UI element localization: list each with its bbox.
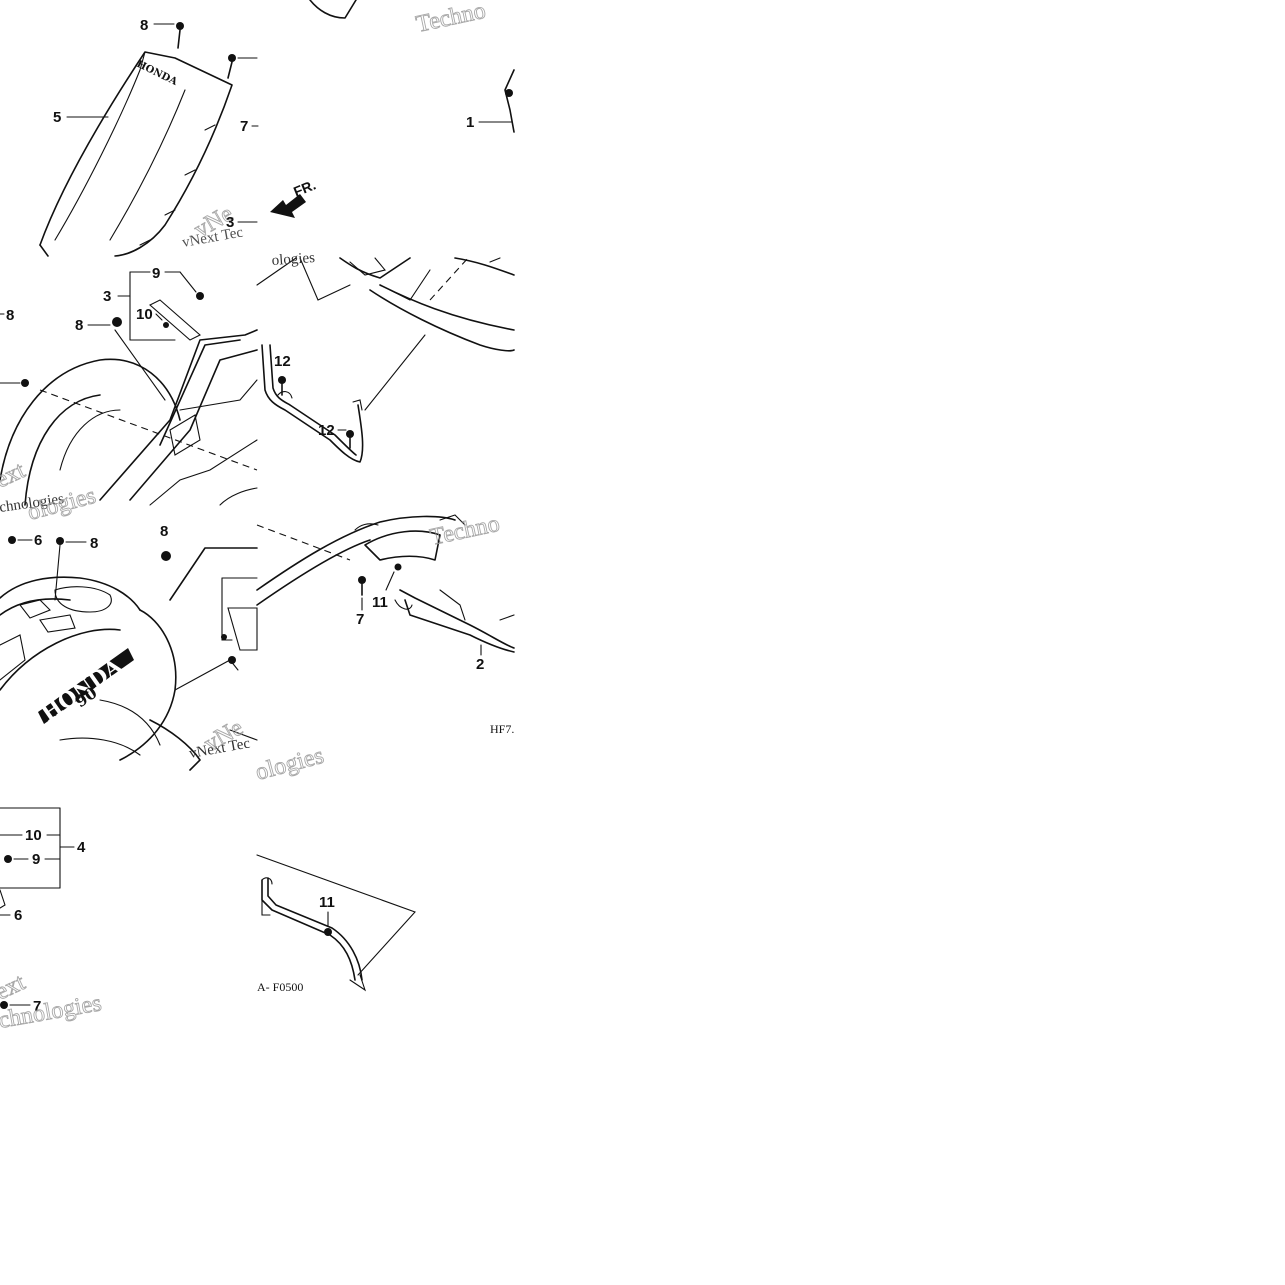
honda-fender-logo: HONDA [135,59,179,88]
callout-3: 3 [103,288,111,305]
diagram-code-partial: HF7. [490,722,514,736]
tile-rail-stay: 11 A- F0500 [256,854,416,994]
watermark: ologies [25,483,99,526]
bolt-icon [8,536,236,664]
callout-5: 5 [53,109,61,126]
callout-8: 8 [160,523,168,540]
watermark: ologies [253,743,327,786]
callout-12: 12 [318,422,335,439]
tile-grab-bar: 12 12 ologies [256,250,515,463]
callout-6: 6 [14,907,22,924]
watermark: Techno [414,0,488,38]
callout-6: 6 [34,532,42,549]
callout-11: 11 [372,594,388,611]
bolt-icon [0,855,12,1009]
bolt-11-icon [324,928,332,936]
callout-4: 4 [77,839,86,856]
honda-tank-logo: HONDA 90 [37,648,134,726]
watermark: ext [0,969,29,1005]
watermark: ologies [271,250,316,269]
callout-2: 2 [476,656,484,673]
diagram-code: A- F0500 [257,980,303,994]
callout-7: 7 [356,611,364,628]
callout-7: 7 [240,118,248,135]
callout-8: 8 [90,535,98,552]
callout-9: 9 [32,851,40,868]
callout-11: 11 [319,894,335,911]
tile-frame-bracket: 9 3 10 8 8 ext chnologies ologies [0,265,258,526]
bolt-icon [358,563,402,596]
bolt-8-icon [176,22,184,49]
tile-grab-rail: 7 11 2 HF7. Techno [256,510,515,736]
tile-plate-bracket: 10 9 4 6 7 ext chnologies [0,807,104,1034]
direction-label: FR. [291,176,318,199]
callout-10: 10 [136,306,153,323]
callout-12: 12 [274,353,291,370]
callout-8: 8 [140,17,148,34]
callout-10: 10 [25,827,42,844]
direction-arrow-icon [270,194,306,218]
callout-7: 7 [33,998,41,1015]
tile-rear-fender: HONDA 8 5 vNext Tec vNe [39,17,258,257]
bolt-12-icon [278,376,354,449]
bolt-icon [21,292,204,387]
tile-tank-cover: HONDA 90 6 8 8 vNext Tec vNe ologies [0,523,327,786]
callout-8: 8 [75,317,83,334]
tile-top-right: Techno 7 1 FR. 3 [226,0,515,231]
callout-1: 1 [466,114,474,131]
callout-8: 8 [6,307,14,324]
callout-3: 3 [226,214,234,231]
bolt-7-icon [227,54,236,79]
callout-9: 9 [152,265,160,282]
